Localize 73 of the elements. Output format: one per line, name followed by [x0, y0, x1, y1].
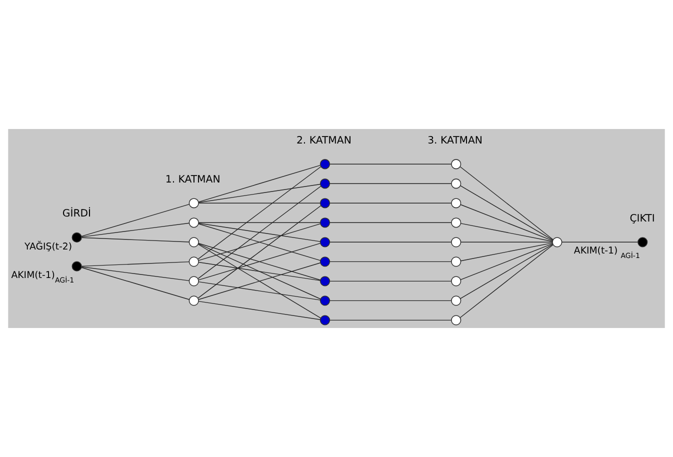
node-label: AKIM(t-1)$_{AGİ-1}$	[11, 270, 74, 284]
connector	[329, 183, 452, 184]
node-circle	[451, 315, 462, 326]
node-circle	[320, 256, 330, 267]
connector	[198, 244, 321, 300]
node-circle	[188, 256, 199, 267]
label: ÇIKTI	[630, 213, 655, 224]
node-circle	[188, 198, 199, 208]
connector	[81, 261, 190, 267]
connector	[198, 224, 321, 261]
connector	[198, 300, 321, 320]
connector	[329, 320, 452, 321]
connector	[198, 222, 321, 223]
connector	[460, 244, 554, 299]
label: 2. KATMAN	[296, 135, 352, 146]
node-circle	[320, 178, 330, 189]
connector	[460, 185, 554, 240]
label: 3. KATMAN	[428, 135, 483, 146]
node-circle	[451, 218, 462, 228]
connector	[460, 204, 553, 242]
node-circle	[320, 237, 330, 248]
node-circle	[320, 159, 330, 170]
node-circle	[451, 178, 462, 189]
connector	[329, 222, 452, 223]
node-circle	[320, 276, 330, 286]
node-circle	[320, 218, 330, 228]
connector	[198, 243, 321, 280]
connector	[460, 242, 553, 262]
connector	[81, 222, 190, 238]
node-circle	[320, 296, 330, 306]
connector	[460, 166, 554, 240]
connector	[198, 244, 322, 318]
connector	[81, 237, 190, 242]
node-circle	[188, 296, 199, 306]
connector	[198, 186, 322, 279]
node-circle	[451, 198, 462, 208]
node-circle	[552, 237, 562, 248]
node-circle	[72, 232, 82, 243]
node-circle	[638, 237, 648, 248]
connector	[198, 222, 321, 242]
node-circle	[188, 218, 199, 228]
connector	[329, 300, 452, 302]
connector	[198, 164, 321, 202]
connector	[198, 281, 321, 300]
connector	[329, 202, 452, 204]
connector	[198, 262, 321, 300]
label: 1. KATMAN	[165, 174, 220, 186]
node-circle	[451, 159, 462, 170]
connector	[198, 202, 321, 204]
node-circle	[451, 296, 462, 306]
node-circle	[188, 237, 199, 248]
connector	[460, 243, 553, 280]
node-label: YAĞIŞ(t-2)	[24, 242, 72, 253]
connector	[329, 261, 452, 262]
node-circle	[451, 256, 462, 267]
connector	[81, 266, 190, 282]
connector	[198, 166, 322, 260]
node-circle	[72, 261, 82, 272]
connector	[460, 244, 554, 318]
connector	[198, 262, 321, 281]
connector	[81, 204, 190, 237]
node-circle	[320, 198, 330, 208]
node-circle	[451, 237, 462, 248]
node-circle	[451, 276, 462, 286]
node-circle	[320, 315, 330, 326]
node-circle	[188, 276, 199, 286]
connector	[81, 267, 190, 300]
connector	[329, 280, 452, 282]
connector	[198, 184, 321, 203]
connector	[460, 223, 553, 242]
label: GİRDİ	[62, 208, 92, 220]
connector	[198, 205, 322, 298]
node-label: AKIM(t-1) $_{AGİ-1}$	[574, 246, 640, 260]
